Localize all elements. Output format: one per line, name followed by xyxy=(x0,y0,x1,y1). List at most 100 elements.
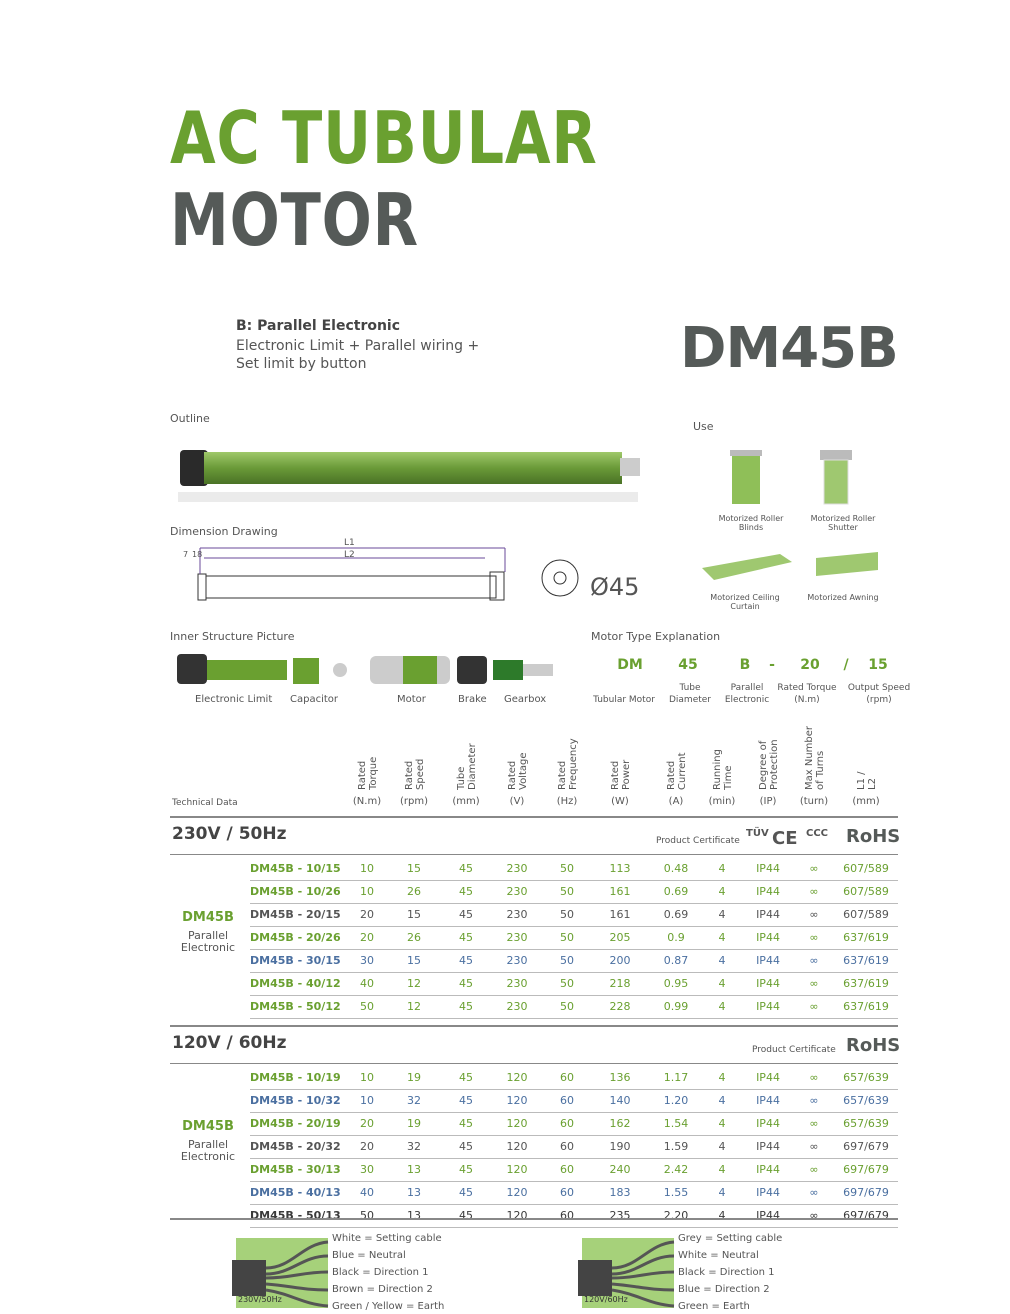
header-unit-6: (W) xyxy=(611,796,629,807)
wiring-diagram-image xyxy=(578,1238,675,1308)
row-cell: 4 xyxy=(718,1117,726,1130)
row-cell: 60 xyxy=(560,1163,574,1176)
row-model: DM45B - 20/26 xyxy=(250,931,341,944)
row-cell: 637/619 xyxy=(843,954,889,967)
row-cell: 205 xyxy=(609,931,631,944)
group-header-divider xyxy=(170,1063,898,1064)
cert-rohs-icon: RoHS xyxy=(846,1035,901,1056)
row-cell: 45 xyxy=(459,954,473,967)
row-cell: 4 xyxy=(718,1000,726,1013)
subtitle-heading: B: Parallel Electronic xyxy=(236,318,401,334)
inner-label-2: Capacitor xyxy=(290,694,339,705)
row-cell: 4 xyxy=(718,1163,726,1176)
row-cell: 697/679 xyxy=(843,1163,889,1176)
row-cell: 4 xyxy=(718,954,726,967)
code-diameter: 45 xyxy=(678,657,698,673)
row-cell: 15 xyxy=(407,954,421,967)
row-cell: 45 xyxy=(459,977,473,990)
header-unit-9: (IP) xyxy=(759,796,777,807)
row-cell: ∞ xyxy=(809,954,819,967)
row-cell: 120 xyxy=(506,1094,528,1107)
row-cell: 607/589 xyxy=(843,885,889,898)
use-label: Use xyxy=(693,420,714,433)
row-cell: 4 xyxy=(718,1071,726,1084)
row-cell: 0.99 xyxy=(663,1000,689,1013)
mt-label-3: Parallel Electronic xyxy=(724,683,770,705)
row-cell: 120 xyxy=(506,1186,528,1199)
header-unit-3: (mm) xyxy=(452,796,480,807)
row-cell: 50 xyxy=(560,977,574,990)
row-cell: 1.54 xyxy=(663,1117,689,1130)
row-cell: 120 xyxy=(506,1209,528,1222)
row-cell: 230 xyxy=(506,1000,528,1013)
row-cell: 2.42 xyxy=(663,1163,689,1176)
row-cell: 45 xyxy=(459,1140,473,1153)
header-unit-8: (min) xyxy=(708,796,736,807)
roller-blinds-icon xyxy=(730,450,762,504)
row-cell: IP44 xyxy=(756,977,780,990)
header-unit-4: (V) xyxy=(509,796,525,807)
technical-data-label: Technical Data xyxy=(172,798,238,808)
dimension-label: Dimension Drawing xyxy=(170,525,278,538)
inner-label-1: Electronic Limit xyxy=(195,694,273,705)
outline-label: Outline xyxy=(170,412,210,425)
row-cell: ∞ xyxy=(809,1117,819,1130)
row-cell: 4 xyxy=(718,977,726,990)
row-cell: 0.69 xyxy=(663,885,689,898)
wiring-line: White = Setting cable xyxy=(332,1233,442,1244)
row-cell: 60 xyxy=(560,1071,574,1084)
code-slash: / xyxy=(843,657,849,673)
row-cell: 10 xyxy=(360,1094,374,1107)
product-certificate-label: Product Certificate xyxy=(752,1045,836,1055)
row-cell: 0.9 xyxy=(667,931,685,944)
group-title: 230V / 50Hz xyxy=(172,824,287,844)
row-cell: 697/679 xyxy=(843,1209,889,1222)
row-cell: 60 xyxy=(560,1209,574,1222)
model-name: DM45B xyxy=(680,316,899,381)
motor-outline-image xyxy=(178,450,640,502)
ceiling-curtain-icon xyxy=(702,554,792,580)
row-cell: 162 xyxy=(609,1117,631,1130)
inner-structure-label: Inner Structure Picture xyxy=(170,630,295,643)
row-cell: 45 xyxy=(459,931,473,944)
row-cell: 607/589 xyxy=(843,908,889,921)
header-unit-11: (mm) xyxy=(852,796,880,807)
row-cell: IP44 xyxy=(756,1140,780,1153)
wiring-line: Grey = Setting cable xyxy=(678,1233,783,1244)
row-model: DM45B - 10/19 xyxy=(250,1071,341,1084)
row-cell: 32 xyxy=(407,1140,421,1153)
awning-icon xyxy=(816,552,878,576)
use-caption-2: Motorized Roller Shutter xyxy=(810,514,876,532)
dim-d2: 18 xyxy=(192,550,203,559)
row-cell: 1.17 xyxy=(663,1071,689,1084)
row-cell: 637/619 xyxy=(843,977,889,990)
row-cell: 45 xyxy=(459,1209,473,1222)
row-cell: 50 xyxy=(560,862,574,875)
inner-label-3: Motor xyxy=(397,694,426,705)
row-cell: ∞ xyxy=(809,1140,819,1153)
row-cell: 230 xyxy=(506,885,528,898)
row-cell: 136 xyxy=(609,1071,631,1084)
row-model: DM45B - 20/19 xyxy=(250,1117,341,1130)
row-cell: 0.69 xyxy=(663,908,689,921)
use-caption-3: Motorized Ceiling Curtain xyxy=(710,593,780,611)
row-cell: 0.95 xyxy=(663,977,689,990)
row-cell: 45 xyxy=(459,1117,473,1130)
cert-rohs-icon: RoHS xyxy=(846,826,901,847)
row-cell: 120 xyxy=(506,1071,528,1084)
row-model: DM45B - 10/26 xyxy=(250,885,341,898)
row-cell: 45 xyxy=(459,862,473,875)
row-cell: 40 xyxy=(360,977,374,990)
row-cell: 1.59 xyxy=(663,1140,689,1153)
row-cell: 0.87 xyxy=(663,954,689,967)
row-cell: 45 xyxy=(459,1000,473,1013)
row-cell: ∞ xyxy=(809,885,819,898)
title-line-1: AC TUBULAR xyxy=(170,96,598,180)
